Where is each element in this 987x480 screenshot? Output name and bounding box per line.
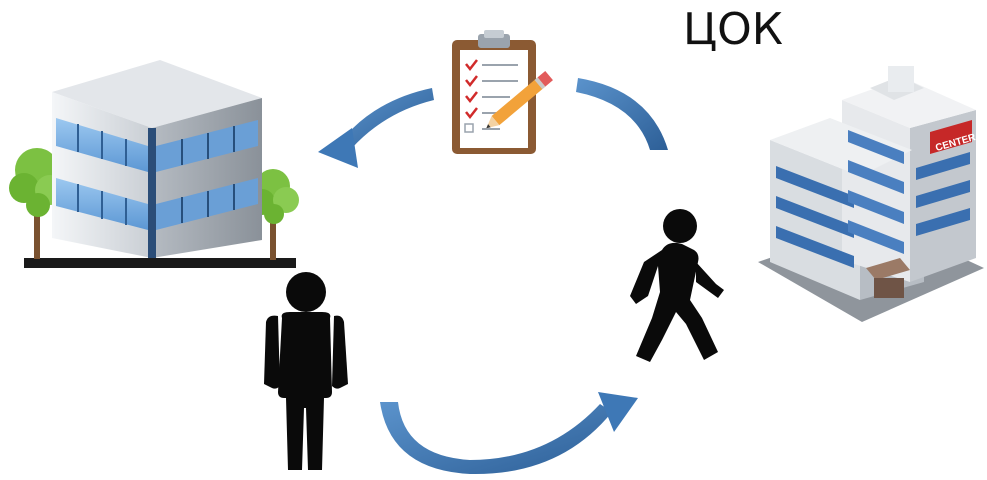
- business-center-icon: CENTER: [758, 66, 984, 322]
- office-building-icon: [9, 60, 299, 268]
- center-label: ЦОК: [683, 4, 784, 55]
- standing-person-icon: [264, 272, 348, 470]
- arrow-person-to-walker: [380, 392, 638, 475]
- arrow-clipboard-to-office: [318, 88, 434, 168]
- clipboard-checklist-icon: [452, 30, 553, 154]
- walking-person-icon: [630, 209, 724, 362]
- pencil-icon: [486, 70, 553, 129]
- arrow-center-to-clipboard: [576, 78, 668, 150]
